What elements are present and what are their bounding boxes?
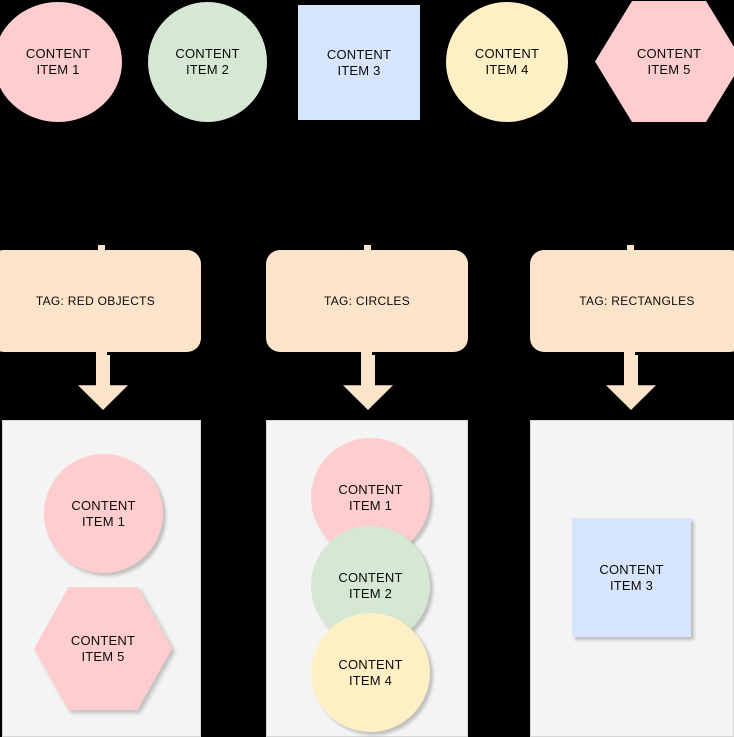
group-rectangles-container[interactable]: CONTENT ITEM 3 (530, 420, 734, 737)
source-item-2-label: CONTENT ITEM 2 (175, 46, 240, 77)
tag-notch-1 (98, 245, 105, 250)
tag-notch-2 (364, 245, 371, 250)
group-item-rectangle-3-label: CONTENT ITEM 3 (599, 561, 664, 593)
hexagon-icon (34, 587, 172, 710)
tag-rectangles-label: TAG: RECTANGLES (579, 294, 695, 308)
hexagon-icon (595, 1, 734, 122)
group-item-circle-b-label: CONTENT ITEM 2 (338, 569, 403, 601)
tag-notch-3 (627, 245, 634, 250)
group-item-circle-1-label: CONTENT ITEM 1 (71, 497, 136, 529)
source-item-3[interactable]: CONTENT ITEM 3 (298, 5, 420, 120)
tag-red-objects[interactable]: TAG: RED OBJECTS (0, 250, 201, 352)
group-item-rectangle-3[interactable]: CONTENT ITEM 3 (572, 518, 691, 637)
source-item-4[interactable]: CONTENT ITEM 4 (446, 2, 568, 122)
group-item-circle-c-label: CONTENT ITEM 4 (338, 656, 403, 688)
source-item-1[interactable]: CONTENT ITEM 1 (0, 2, 122, 122)
source-item-4-label: CONTENT ITEM 4 (474, 46, 540, 77)
source-item-1-label: CONTENT ITEM 1 (25, 46, 91, 77)
flow-arrow-red-objects (78, 355, 128, 410)
source-item-5[interactable]: CONTENT ITEM 5 (595, 1, 734, 122)
group-item-circle-a-label: CONTENT ITEM 1 (338, 481, 403, 513)
arrow-stub-2 (361, 350, 372, 356)
flow-arrow-circles (343, 355, 393, 410)
group-circles-container[interactable]: CONTENT ITEM 1 CONTENT ITEM 2 CONTENT IT… (266, 420, 468, 737)
group-item-circle-1[interactable]: CONTENT ITEM 1 (44, 454, 163, 573)
source-item-2[interactable]: CONTENT ITEM 2 (148, 2, 267, 122)
tag-circles-label: TAG: CIRCLES (323, 294, 411, 308)
source-item-3-label: CONTENT ITEM 3 (326, 46, 392, 78)
arrow-stub-3 (624, 350, 635, 356)
tag-red-objects-label: TAG: RED OBJECTS (35, 294, 156, 308)
tag-rectangles[interactable]: TAG: RECTANGLES (530, 250, 734, 352)
flow-arrow-rectangles (606, 355, 656, 410)
group-item-hexagon-5[interactable]: CONTENT ITEM 5 (34, 587, 172, 710)
group-item-circle-c[interactable]: CONTENT ITEM 4 (311, 613, 430, 732)
group-red-objects-container[interactable]: CONTENT ITEM 1 CONTENT ITEM 5 (2, 420, 201, 737)
tag-circles[interactable]: TAG: CIRCLES (266, 250, 468, 352)
arrow-stub-1 (96, 350, 107, 356)
